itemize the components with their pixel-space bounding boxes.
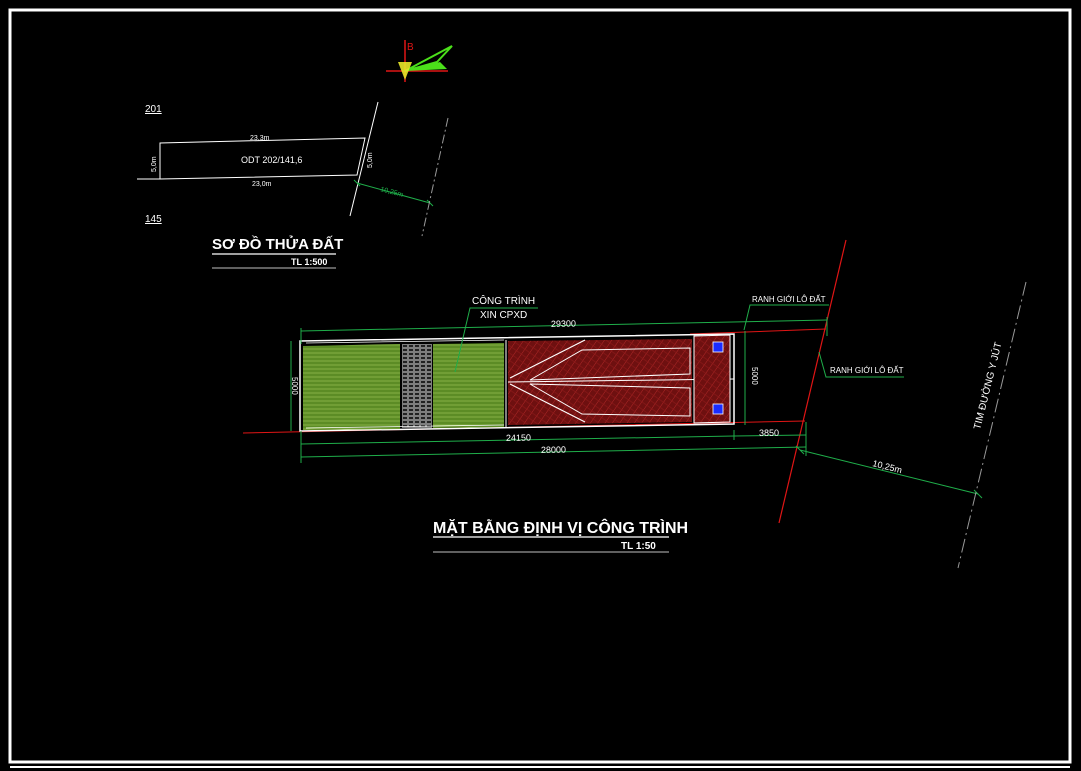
road-axis bbox=[957, 281, 1027, 569]
dim-line-bottom-2 bbox=[300, 446, 807, 458]
drawing-frame bbox=[8, 8, 1072, 764]
lawn-top-edge bbox=[305, 339, 505, 344]
boundary-label-1-leader bbox=[743, 304, 829, 331]
lawn-bottom-edge bbox=[305, 424, 505, 429]
lawn-area-rear bbox=[303, 344, 400, 430]
boundary-top-line bbox=[689, 328, 827, 335]
roof-ridge-upper bbox=[509, 339, 586, 379]
dim-right-value: 5000 bbox=[750, 367, 759, 385]
layout-plan-title: MẶT BẰNG ĐỊNH VỊ CÔNG TRÌNH bbox=[433, 518, 688, 537]
dim-bottom-1-value: 24150 bbox=[506, 433, 531, 443]
parcel-bottom-length: 23,0m bbox=[252, 181, 272, 188]
north-arrow-head bbox=[404, 45, 453, 72]
road-offset-tick-start bbox=[795, 445, 805, 455]
dim-bottom-3-value: 3850 bbox=[759, 428, 779, 438]
front-balcony bbox=[693, 334, 731, 424]
dim-line-bottom-3 bbox=[733, 434, 807, 437]
road-offset-tick-b bbox=[426, 199, 434, 207]
boundary-label-2: RANH GIỚI LÔ ĐẤT bbox=[830, 365, 904, 375]
parcel-top-length: 23,3m bbox=[250, 135, 270, 142]
dim-left-value: 5000 bbox=[290, 377, 299, 395]
site-road-axis bbox=[421, 117, 449, 237]
site-plan-title: SƠ ĐỒ THỬA ĐẤT bbox=[212, 235, 343, 253]
parcel-outline bbox=[137, 137, 366, 180]
north-arrow-fill bbox=[405, 62, 447, 71]
site-plan-scale: TL 1:500 bbox=[291, 257, 327, 267]
roof-outline-lower bbox=[529, 383, 691, 417]
layout-road-offset: 10,25m bbox=[872, 458, 904, 475]
roof-outline-upper bbox=[529, 347, 691, 381]
road-offset-dimension bbox=[356, 182, 431, 204]
roof-area bbox=[508, 339, 692, 425]
site-road-offset: 10,25m bbox=[379, 186, 404, 199]
north-arrow-center bbox=[398, 62, 412, 80]
parcel-right-width: 5,0m bbox=[367, 152, 374, 168]
building-label-leader bbox=[454, 307, 538, 373]
parcel-left-width: 5,0m bbox=[151, 156, 158, 172]
layout-plan-scale: TL 1:50 bbox=[621, 541, 656, 552]
drain-upper bbox=[712, 341, 724, 353]
drain-lower bbox=[712, 403, 724, 415]
boundary-front-line bbox=[778, 239, 847, 524]
parcel-bottom-number: 145 bbox=[145, 214, 162, 225]
layout-plan: 29300 5000 5000 24150 3850 28000 CÔNG TR… bbox=[242, 239, 1027, 569]
parcel-top-number: 201 bbox=[145, 104, 162, 115]
boundary-label-1: RANH GIỚI LÔ ĐẤT bbox=[752, 294, 826, 304]
building-outline bbox=[299, 333, 735, 432]
north-arrow: B bbox=[386, 40, 453, 82]
north-label: B bbox=[407, 42, 414, 53]
parcel-front-line bbox=[349, 101, 379, 217]
building-label-line2: XIN CPXD bbox=[480, 310, 527, 321]
dim-line-top bbox=[300, 319, 828, 332]
road-offset-tick-end bbox=[973, 489, 983, 499]
paved-strip bbox=[402, 344, 432, 428]
dim-line-bottom-1 bbox=[300, 435, 735, 445]
road-axis-label: TIM ĐƯỜNG Y JÚT bbox=[970, 341, 1004, 431]
road-offset-line bbox=[799, 449, 979, 495]
roof-ridge-lower bbox=[509, 383, 586, 423]
building-label-line1: CÔNG TRÌNH bbox=[472, 294, 535, 307]
dim-top-value: 29300 bbox=[551, 318, 576, 329]
lawn-area-middle bbox=[433, 343, 504, 428]
parcel-code: ODT 202/141,6 bbox=[241, 155, 302, 165]
road-offset-tick-a bbox=[353, 179, 361, 187]
boundary-label-2-leader bbox=[818, 351, 904, 378]
dim-bottom-2-value: 28000 bbox=[541, 445, 566, 455]
site-plan: 201 145 23,3m 23,0m ODT 202/141,6 5,0m 5… bbox=[137, 101, 449, 269]
